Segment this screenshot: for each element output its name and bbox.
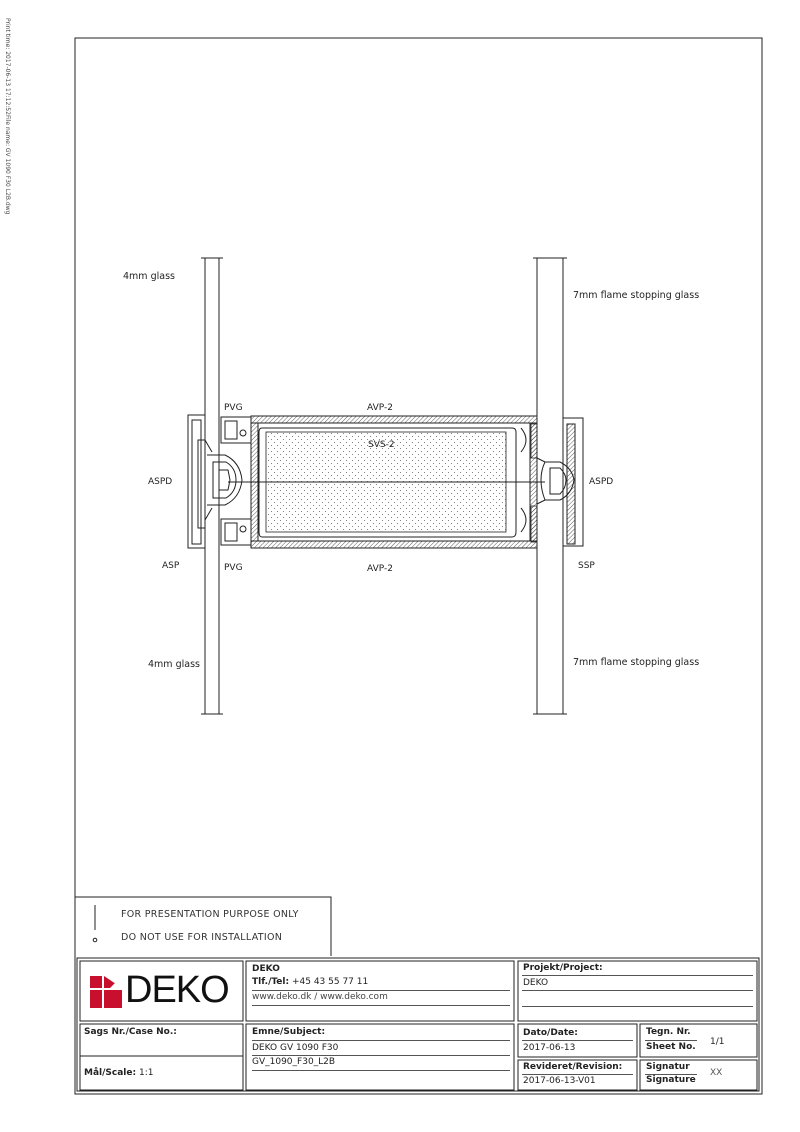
- signature-label-2: Signature: [646, 1075, 696, 1085]
- date-divider: [522, 1040, 633, 1041]
- label-ssp: SSP: [578, 561, 595, 571]
- subject-divider-3: [252, 1070, 510, 1071]
- label-pvg-bottom: PVG: [224, 563, 243, 573]
- pvg-gasket-bottom: [220, 518, 252, 546]
- print-time-text: Print time: 2017-06-13 17:12:52: [4, 18, 11, 115]
- sheet-border: [74, 37, 763, 1095]
- signature-label-1: Signatur: [646, 1062, 690, 1072]
- label-avp-bottom: AVP-2: [367, 564, 393, 574]
- date-label: Dato/Date:: [523, 1028, 578, 1038]
- svs-insulation-core: [228, 427, 545, 538]
- scale-value: 1:1: [138, 1068, 154, 1078]
- warning-icon-dot: [92, 937, 98, 943]
- drawing-number-label: Tegn. Nr.: [646, 1027, 691, 1037]
- label-asp: ASP: [162, 561, 180, 571]
- label-aspd-right: ASPD: [589, 477, 613, 487]
- deko-logo-mark-icon: [90, 976, 122, 1008]
- right-hatch-strip-top: [530, 423, 538, 459]
- avp-profile-bottom: [250, 540, 538, 549]
- company-phone-row: Tlf./Tel: +45 43 55 77 11: [252, 977, 508, 988]
- scale-label: Mål/Scale:: [84, 1068, 137, 1078]
- label-7mm-glass-bottom: 7mm flame stopping glass: [573, 657, 699, 668]
- right-clip-profile: [520, 427, 527, 533]
- phone-value: +45 43 55 77 11: [291, 977, 369, 987]
- sheet-number-value: 1/1: [710, 1037, 725, 1047]
- subject-divider-2: [252, 1055, 510, 1056]
- project-value: DEKO: [523, 978, 549, 988]
- print-info-note: Print time: 2017-06-13 17:12:52 File nam…: [4, 18, 30, 214]
- company-name: DEKO: [252, 964, 280, 974]
- case-number-label: Sags Nr./Case No.:: [84, 1027, 177, 1037]
- scale-row: Mål/Scale: 1:1: [84, 1068, 153, 1079]
- label-aspd-left: ASPD: [148, 477, 172, 487]
- signature-divider: [645, 1074, 697, 1075]
- revision-divider: [522, 1074, 633, 1075]
- label-pvg-top: PVG: [224, 403, 243, 413]
- right-hatch-strip-bottom: [530, 505, 538, 543]
- project-divider-1: [522, 975, 753, 976]
- left-frame-profile: [187, 414, 243, 549]
- company-divider-1: [252, 990, 510, 991]
- deko-logo-text: DEKO: [125, 969, 230, 1011]
- signature-value: XX: [710, 1068, 723, 1078]
- label-7mm-glass-top: 7mm flame stopping glass: [573, 290, 699, 301]
- label-4mm-glass-bottom: 4mm glass: [148, 659, 200, 670]
- revision-label: Revideret/Revision:: [523, 1062, 623, 1072]
- sheet-divider: [645, 1040, 697, 1041]
- label-avp-top: AVP-2: [367, 403, 393, 413]
- subject-line-2: GV_1090_F30_L2B: [252, 1057, 336, 1067]
- date-value: 2017-06-13: [523, 1043, 576, 1053]
- right-frame-profile: [536, 417, 584, 547]
- project-label: Projekt/Project:: [523, 963, 603, 973]
- left-glass-pane: [201, 257, 223, 715]
- revision-value: 2017-06-13-V01: [523, 1076, 596, 1086]
- avp-profile-top: [250, 415, 538, 424]
- company-web-link[interactable]: www.deko.dk / www.deko.com: [252, 992, 388, 1002]
- label-svs: SVS-2: [368, 440, 395, 450]
- phone-label: Tlf./Tel:: [252, 977, 290, 987]
- subject-line-1: DEKO GV 1090 F30: [252, 1043, 339, 1053]
- subject-label: Emne/Subject:: [252, 1027, 326, 1037]
- pvg-gasket-top: [220, 416, 252, 444]
- sheet-number-label: Sheet No.: [646, 1042, 696, 1052]
- file-name-text: File name: GV 1090 F30 L2B.dwg: [4, 114, 11, 215]
- subject-divider-1: [252, 1040, 510, 1041]
- project-divider-2: [522, 990, 753, 991]
- title-block-frame: [76, 957, 760, 1092]
- project-divider-3: [522, 1006, 753, 1007]
- warning-box: [75, 896, 332, 956]
- warning-line-2: DO NOT USE FOR INSTALLATION: [121, 932, 283, 943]
- company-divider-2: [252, 1005, 510, 1006]
- warning-line-1: FOR PRESENTATION PURPOSE ONLY: [121, 909, 299, 920]
- label-4mm-glass-top: 4mm glass: [123, 271, 175, 282]
